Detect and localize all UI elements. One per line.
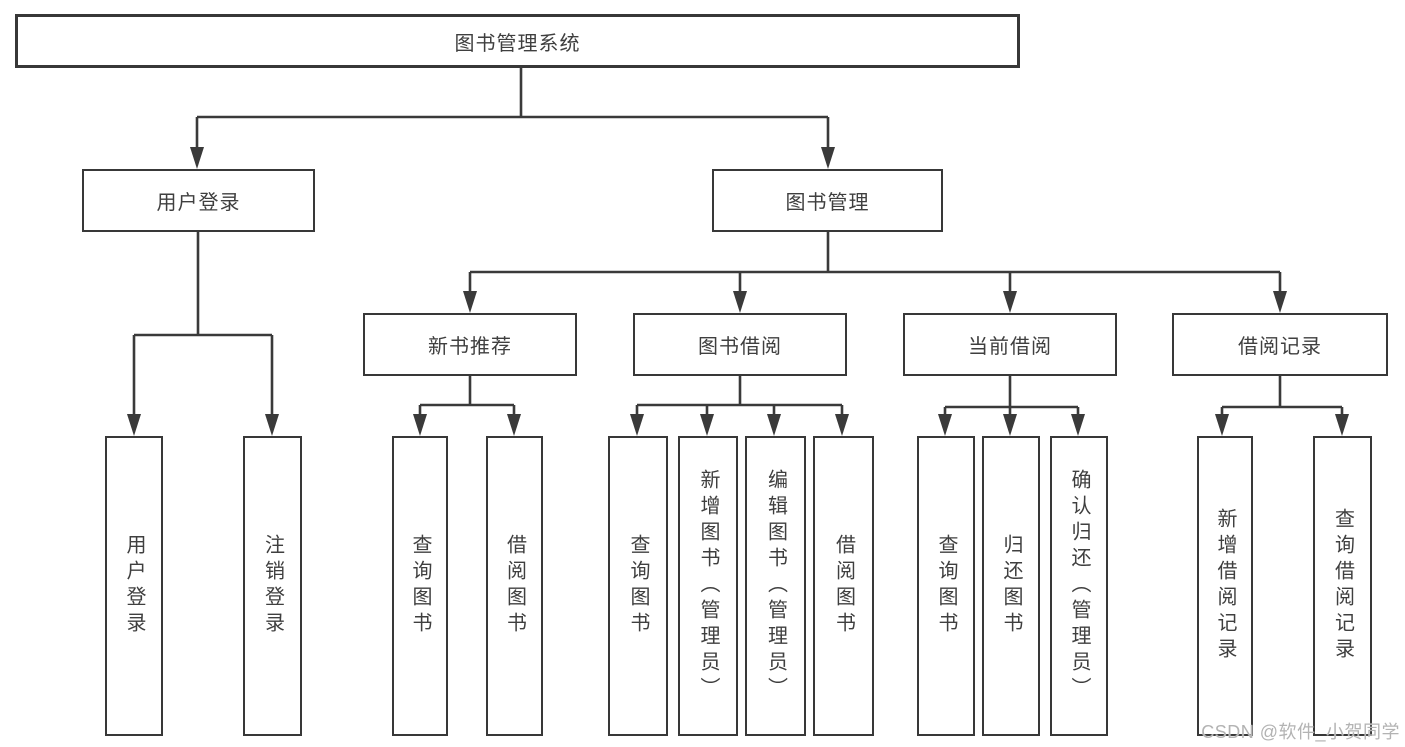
node-book-borrowing: 图书借阅 [633, 313, 847, 376]
connector-path [134, 232, 272, 337]
node-confirm-return-admin: 确认归还（管理员） [1050, 436, 1108, 736]
arrowhead-icon [733, 291, 747, 313]
arrowhead-icon [463, 291, 477, 313]
node-borrowing-records: 借阅记录 [1172, 313, 1388, 376]
node-label-query-books-current: 查询图书 [935, 534, 957, 638]
arrowhead-icon [821, 147, 835, 169]
arrowhead-icon [1273, 291, 1287, 313]
node-borrow-books-borrowing: 借阅图书 [813, 436, 874, 736]
node-label-user-login: 用户登录 [156, 192, 241, 214]
node-add-books-admin: 新增图书（管理员） [678, 436, 738, 736]
node-label-confirm-return-admin: 确认归还（管理员） [1068, 469, 1090, 703]
node-query-books-current: 查询图书 [917, 436, 975, 736]
arrowhead-icon [700, 414, 714, 436]
arrowhead-icon [630, 414, 644, 436]
node-label-query-books-borrowing: 查询图书 [627, 534, 649, 638]
node-library-management-system: 图书管理系统 [15, 14, 1020, 68]
node-query-borrow-record: 查询借阅记录 [1313, 436, 1372, 736]
node-book-management: 图书管理 [712, 169, 943, 232]
node-label-user-login-leaf: 用户登录 [123, 534, 145, 638]
watermark-text: CSDN @软件_小贺同学 [1201, 722, 1400, 742]
arrowhead-icon [1071, 414, 1085, 436]
arrowhead-icon [767, 414, 781, 436]
node-user-login-leaf: 用户登录 [105, 436, 163, 736]
node-label-library-management-system: 图书管理系统 [454, 32, 581, 55]
connector-path [197, 68, 828, 119]
node-new-book-recommend: 新书推荐 [363, 313, 577, 376]
node-label-add-borrow-record: 新增借阅记录 [1214, 508, 1236, 664]
node-query-books-borrowing: 查询图书 [608, 436, 668, 736]
node-label-edit-books-admin: 编辑图书（管理员） [764, 469, 787, 703]
node-label-add-books-admin: 新增图书（管理员） [697, 469, 719, 703]
arrowhead-icon [1215, 414, 1229, 436]
arrowhead-icon [1335, 414, 1349, 436]
arrowhead-icon [127, 414, 141, 436]
arrowhead-icon [1003, 414, 1017, 436]
node-query-books-recommend: 查询图书 [392, 436, 448, 736]
node-label-query-books-recommend: 查询图书 [409, 534, 431, 638]
arrowhead-icon [413, 414, 427, 436]
arrowhead-icon [835, 414, 849, 436]
node-logout-leaf: 注销登录 [243, 436, 302, 736]
node-label-book-borrowing: 图书借阅 [698, 336, 782, 358]
connector-path [1222, 376, 1342, 409]
connector-path [420, 376, 514, 407]
arrowhead-icon [265, 414, 279, 436]
node-label-current-borrowing: 当前借阅 [968, 336, 1052, 358]
node-return-books: 归还图书 [982, 436, 1040, 736]
node-label-logout-leaf: 注销登录 [261, 534, 284, 638]
node-edit-books-admin: 编辑图书（管理员） [745, 436, 806, 736]
node-label-query-borrow-record: 查询借阅记录 [1331, 508, 1354, 664]
node-label-book-management: 图书管理 [785, 192, 870, 214]
node-current-borrowing: 当前借阅 [903, 313, 1117, 376]
arrowhead-icon [507, 414, 521, 436]
connector-path [470, 232, 1280, 274]
node-add-borrow-record: 新增借阅记录 [1197, 436, 1253, 736]
node-user-login: 用户登录 [82, 169, 315, 232]
node-borrow-books-recommend: 借阅图书 [486, 436, 543, 736]
node-label-new-book-recommend: 新书推荐 [428, 336, 512, 358]
connector-path [945, 376, 1078, 409]
node-label-borrow-books-borrowing: 借阅图书 [832, 534, 855, 638]
node-label-borrowing-records: 借阅记录 [1238, 336, 1322, 358]
node-label-return-books: 归还图书 [1000, 534, 1022, 638]
node-label-borrow-books-recommend: 借阅图书 [503, 534, 526, 638]
arrowhead-icon [190, 147, 204, 169]
arrowhead-icon [938, 414, 952, 436]
connector-path [637, 376, 842, 407]
arrowhead-icon [1003, 291, 1017, 313]
